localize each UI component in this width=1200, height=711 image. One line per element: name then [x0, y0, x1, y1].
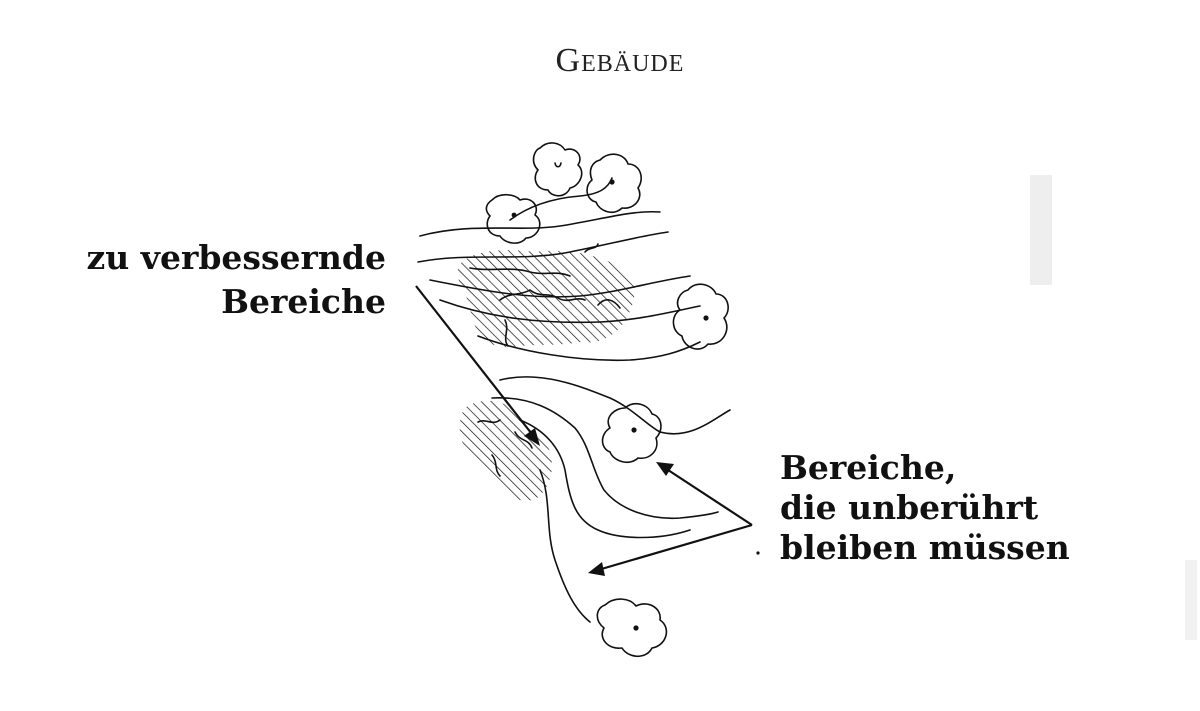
arrow-icon: [588, 523, 753, 576]
label-areas-to-improve-line2: Bereiche: [221, 282, 386, 321]
hatched-area-upper: [457, 243, 635, 348]
building-blob-icon: [586, 153, 642, 214]
label-areas-to-improve-line1: zu verbessernde: [86, 238, 386, 277]
label-areas-untouched-line3: bleiben müssen: [780, 528, 1070, 567]
arrow-icon: [415, 285, 540, 446]
label-areas-untouched: Bereiche, die unberührt bleiben müssen: [780, 448, 1120, 568]
contour-lines: [417, 177, 731, 623]
hatched-area-lower: [459, 400, 552, 501]
label-areas-untouched-line2: die unberührt: [780, 488, 1039, 527]
building-blob-icon: [672, 283, 729, 350]
building-blob-icon: [601, 402, 662, 464]
building-blob-icon: [532, 142, 583, 197]
arrow-icon: [656, 462, 753, 526]
label-areas-untouched-line1: Bereiche,: [780, 448, 957, 487]
building-blob-icon: [485, 193, 541, 244]
scan-noise: [1030, 175, 1197, 640]
label-areas-to-improve: zu verbessernde Bereiche: [26, 236, 386, 324]
stray-dot: [756, 551, 760, 555]
page-title: Gebäude: [555, 42, 685, 79]
building-blob-icon: [596, 598, 668, 658]
